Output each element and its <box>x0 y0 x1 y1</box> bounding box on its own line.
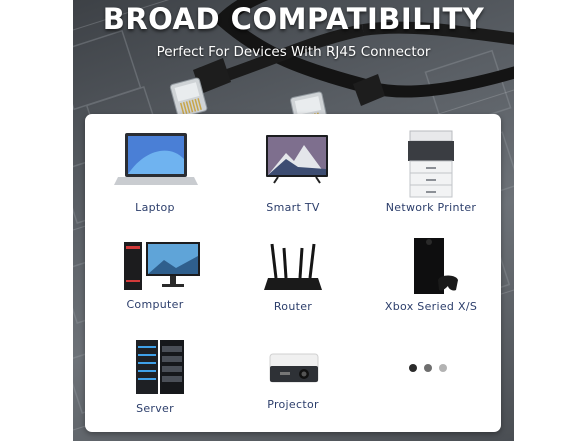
device-router: Router <box>228 234 358 334</box>
network-printer-icon <box>408 130 454 198</box>
device-label: Computer <box>126 298 184 311</box>
device-server: Server <box>90 336 220 436</box>
smart-tv-icon <box>266 135 328 184</box>
device-network-printer: Network Printer <box>366 129 496 229</box>
device-label: Router <box>273 300 313 313</box>
carousel-dots <box>409 364 469 376</box>
device-label: Smart TV <box>266 201 320 214</box>
dot-1 <box>409 364 417 372</box>
router-icon <box>264 243 322 290</box>
device-label: Projector <box>267 398 319 411</box>
headline: BROAD COMPATIBILITY <box>102 2 485 36</box>
device-label: Server <box>136 402 174 415</box>
device-projector: Projector <box>228 336 358 436</box>
laptop-icon <box>114 133 198 185</box>
projector-icon <box>269 353 319 383</box>
device-xbox: Xbox Seried X/S <box>366 234 496 334</box>
dot-3 <box>439 364 447 372</box>
subheadline: Perfect For Devices With RJ45 Connector <box>156 44 431 60</box>
ethernet-cable-image <box>169 0 514 132</box>
device-laptop: Laptop <box>90 129 220 229</box>
computer-icon <box>124 242 200 290</box>
product-banner: BROAD COMPATIBILITY Perfect For Devices … <box>73 0 514 441</box>
device-label: Network Printer <box>385 201 477 214</box>
device-label: Xbox Seried X/S <box>384 300 478 313</box>
device-smart-tv: Smart TV <box>228 129 358 229</box>
dot-2 <box>424 364 432 372</box>
device-computer: Computer <box>90 234 220 334</box>
server-rack-icon <box>136 340 184 394</box>
device-compatibility-panel: Laptop Smart TV <box>85 114 501 432</box>
xbox-console-icon <box>414 238 458 294</box>
device-label: Laptop <box>135 201 175 214</box>
